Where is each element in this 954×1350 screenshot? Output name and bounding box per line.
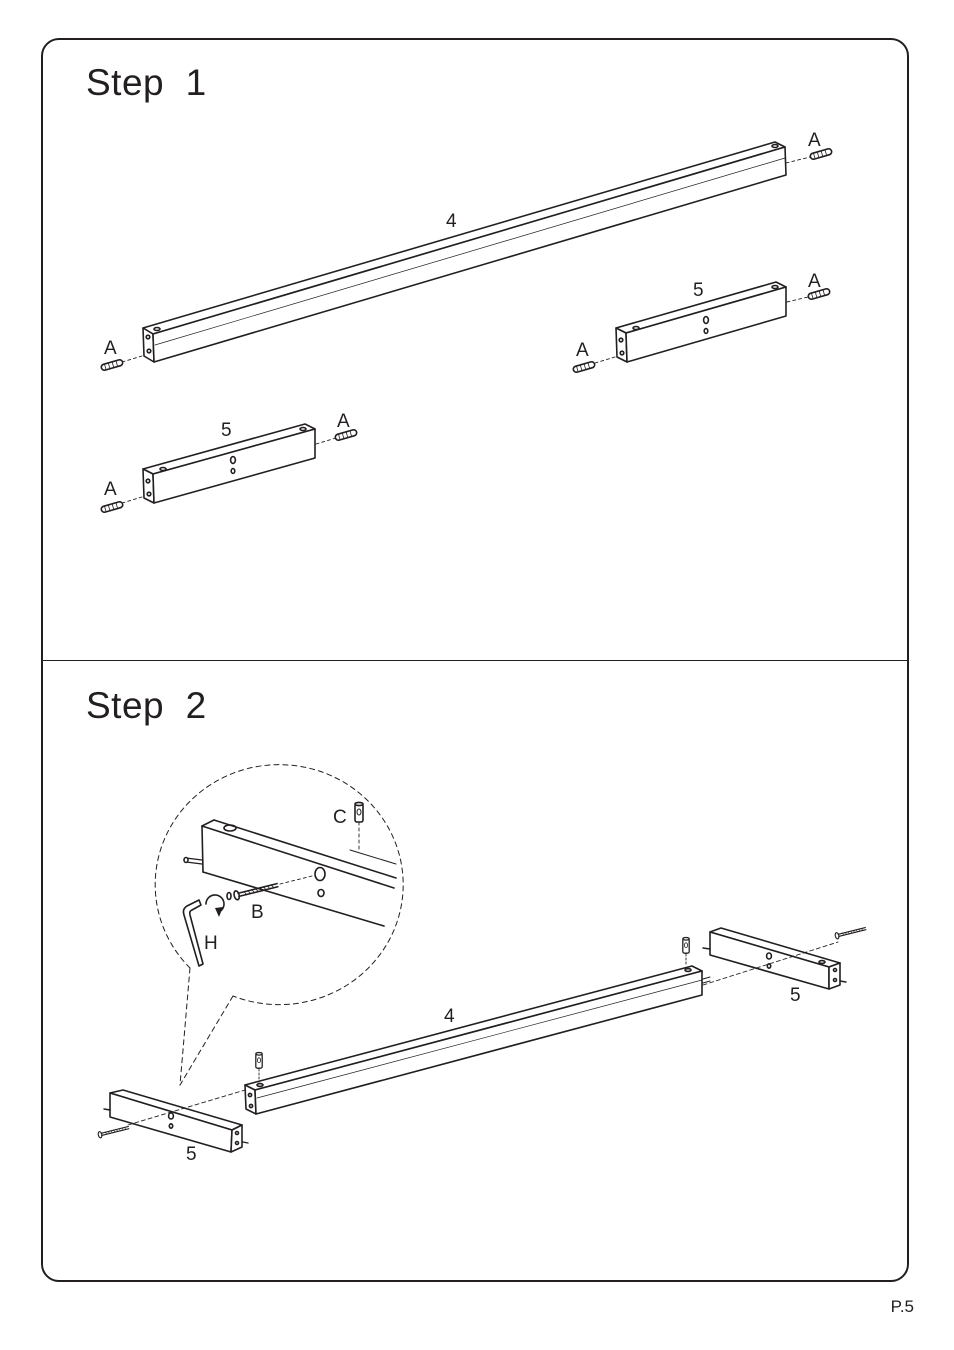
- part-label-a: A: [337, 411, 350, 432]
- part-label-5: 5: [186, 1144, 197, 1165]
- part-label-a: A: [104, 338, 117, 359]
- part-label-c: C: [333, 807, 347, 828]
- part-label-b: B: [251, 902, 264, 923]
- part-label-a: A: [576, 340, 589, 361]
- step2-rail-5-left: [104, 1090, 248, 1152]
- page-number: P.5: [891, 1297, 914, 1317]
- cam-bolt-icon: [355, 802, 363, 850]
- part-label-a: A: [104, 479, 117, 500]
- hex-key-icon: [183, 900, 203, 966]
- part-label-h: H: [204, 933, 218, 954]
- part-label-5: 5: [221, 420, 232, 441]
- cam-bolt-icon: [683, 938, 689, 966]
- screw-icon: [98, 1125, 130, 1139]
- part-label-a: A: [808, 271, 821, 292]
- cam-bolt-icon: [256, 1053, 262, 1082]
- rotate-arrow-icon: [206, 895, 224, 917]
- part-label-a: A: [808, 130, 821, 151]
- step2-rail-4: [245, 966, 710, 1114]
- part-label-5: 5: [790, 985, 801, 1006]
- part-label-4: 4: [446, 211, 457, 232]
- part-label-4: 4: [444, 1006, 455, 1027]
- step2-rail-5-right: [703, 928, 846, 989]
- part-label-5: 5: [693, 280, 704, 301]
- screw-icon: [227, 876, 312, 900]
- screw-icon: [835, 926, 867, 940]
